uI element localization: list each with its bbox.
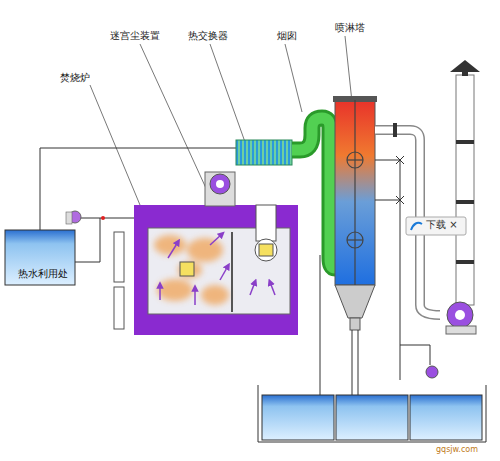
valve-dot bbox=[101, 216, 105, 220]
water-tanks bbox=[258, 385, 486, 442]
labyrinth-baffle bbox=[231, 232, 233, 312]
download-popup bbox=[406, 217, 466, 235]
exhaust-fan bbox=[447, 302, 473, 328]
part-label: 烟囱 bbox=[277, 30, 297, 42]
heat-exchanger bbox=[236, 140, 292, 165]
popup-text: 下载 × bbox=[426, 219, 458, 231]
watermark: gqsjw.com bbox=[436, 444, 478, 456]
spray-tower bbox=[335, 100, 375, 285]
part-label: 焚烧炉 bbox=[60, 72, 90, 84]
tank-box: 热水利用处 bbox=[5, 230, 81, 285]
incinerator-furnace bbox=[134, 205, 298, 335]
tank-label: 热水利用处 bbox=[5, 267, 81, 281]
part-label: 喷淋塔 bbox=[335, 22, 365, 34]
flue-duct bbox=[292, 118, 335, 268]
exhaust-stack bbox=[456, 75, 474, 305]
part-label: 热交换器 bbox=[188, 30, 228, 42]
part-label: 迷宫尘装置 bbox=[110, 30, 160, 42]
